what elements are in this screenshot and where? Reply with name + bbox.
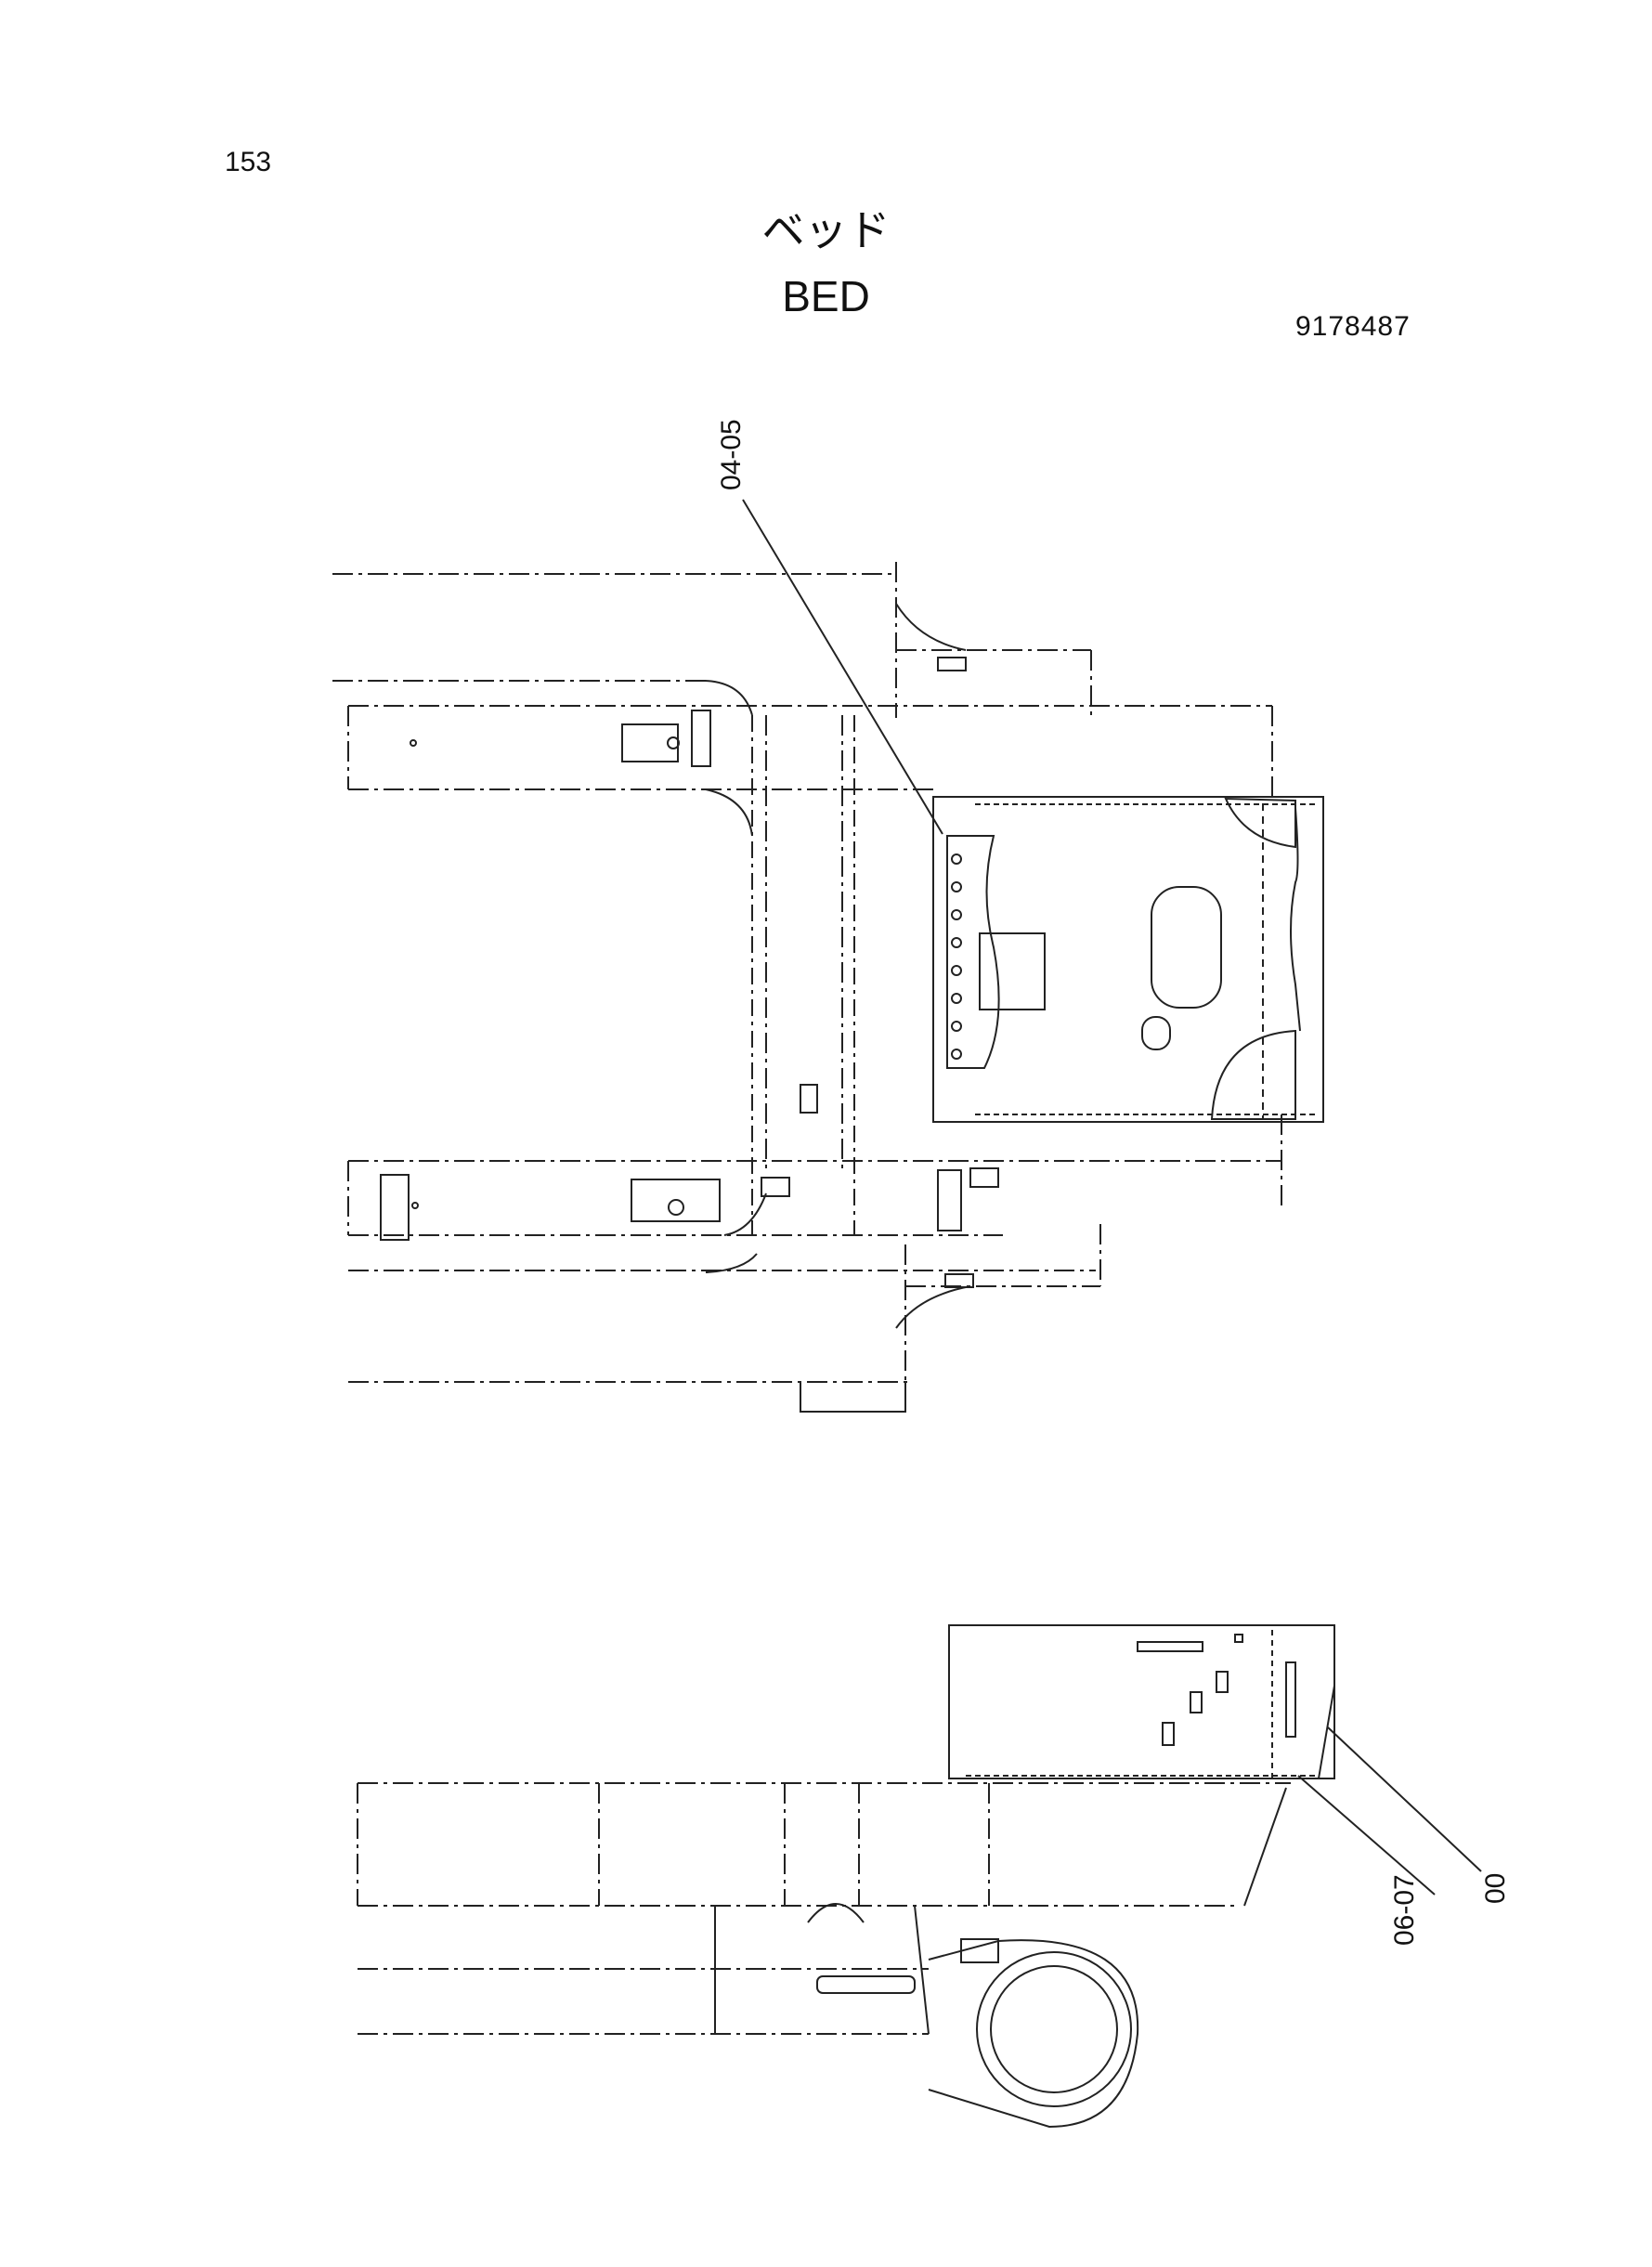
callout-00: 00 <box>1480 1873 1511 1904</box>
top-view-cross-members <box>751 715 855 1235</box>
deck-plate <box>932 796 1324 1123</box>
bolt-holes <box>410 736 962 1216</box>
side-view <box>357 1624 1482 2129</box>
top-view-rails <box>332 562 1282 1383</box>
title-english: BED <box>782 272 870 320</box>
title-japanese: ベッド <box>761 205 891 255</box>
page-number: 153 <box>225 147 272 177</box>
callout-04-05: 04-05 <box>716 419 747 490</box>
callout-06-07: 06-07 <box>1389 1874 1420 1946</box>
top-view <box>332 499 1324 1413</box>
callout-labels: 04-05 06-07 00 <box>716 419 1511 1946</box>
side-view-box <box>948 1624 1335 1779</box>
swing-circle <box>928 1939 1139 2129</box>
part-number: 9178487 <box>1295 311 1411 342</box>
side-view-rails <box>357 1782 1291 2035</box>
